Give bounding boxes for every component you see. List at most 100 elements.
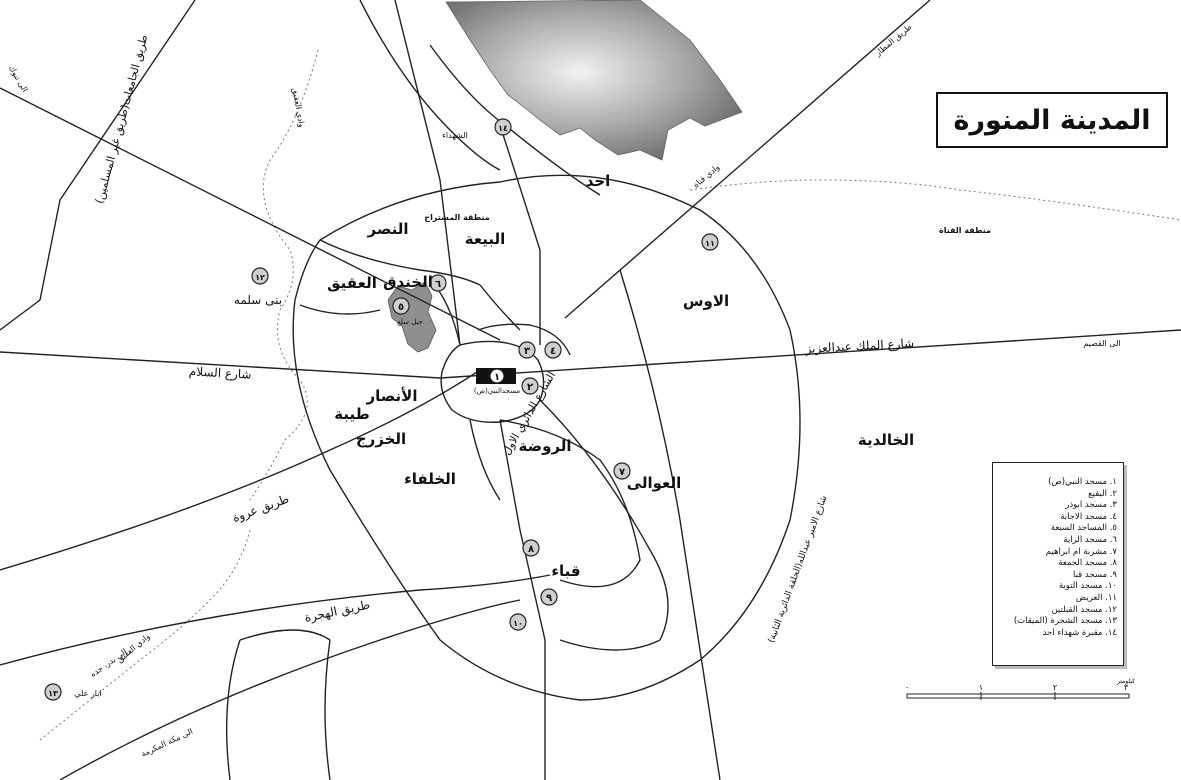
label-airport: طريق المطار xyxy=(873,22,914,58)
mount-sal xyxy=(387,281,437,353)
legend-item: ٤. مسجد الاجابة xyxy=(1060,511,1117,522)
marker-12[interactable]: ١٢ xyxy=(251,267,269,285)
area-mustarah: منطقة المستراح xyxy=(424,213,489,222)
district-ansar: الأنصار xyxy=(366,387,418,405)
label-universities: طريق الجامعات(طريق غير المسلمين) xyxy=(93,33,152,205)
uhud-road xyxy=(499,124,541,345)
map-title-box: المدينة المنورة xyxy=(936,92,1168,148)
mount-uhud xyxy=(445,0,743,161)
legend-item: ٩. مسجد قبا xyxy=(1073,569,1117,580)
scale-tick-3: ٣ xyxy=(1124,683,1129,692)
legend-item: ١٠. مسجد التوبة xyxy=(1058,581,1117,592)
marker-1[interactable]: ١ xyxy=(489,368,505,384)
svg-text:٣: ٣ xyxy=(524,346,530,357)
district-khandaq: الخندق xyxy=(383,273,433,291)
qassim-east-road xyxy=(619,269,721,780)
marker-9[interactable]: ٩ xyxy=(540,588,558,606)
legend-item: ٢. البقيع xyxy=(1088,488,1117,499)
salam-road xyxy=(0,351,441,379)
district-khulafa: الخلفاء xyxy=(404,470,456,488)
marker-8[interactable]: ٨ xyxy=(522,539,540,557)
district-bayah: البيعة xyxy=(465,230,506,248)
district-shuhada: الشهداء xyxy=(442,131,468,140)
district-tayba: طيبة xyxy=(334,405,369,423)
north-road-2 xyxy=(394,0,461,346)
legend-item: ٥. المساجد السبعة xyxy=(1050,523,1117,534)
legend-item: ١١. العريض xyxy=(1075,592,1117,603)
district-rawda: الروضة xyxy=(518,437,571,455)
label-king-abdulaziz: شارع الملك عبدالعزيز xyxy=(804,336,914,357)
airport-road xyxy=(564,0,931,319)
urwa-road xyxy=(0,369,481,571)
marker-13[interactable]: ١٣ xyxy=(44,683,62,701)
dest-mecca: الى مكة المكرمة xyxy=(140,727,195,759)
dest-qassim: الى القصيم xyxy=(1083,339,1120,348)
hijra-south-road xyxy=(59,599,521,780)
svg-text:١٣: ١٣ xyxy=(48,689,58,698)
legend-item: ٨. مسجد الجمعة xyxy=(1058,558,1117,569)
svg-text:٦: ٦ xyxy=(435,279,441,290)
district-khalidiya: الخالدية xyxy=(858,431,914,449)
hijra-road xyxy=(0,574,551,666)
inner-belt xyxy=(477,323,571,356)
svg-text:١٤: ١٤ xyxy=(498,124,508,133)
svg-text:١: ١ xyxy=(494,372,500,383)
district-uhud: احد xyxy=(586,172,611,190)
marker-4[interactable]: ٤ xyxy=(544,341,562,359)
legend-item: ٧. مشربة ام ابراهيم xyxy=(1045,546,1117,557)
district-aws: الاوس xyxy=(683,292,729,310)
legend-item: ٦. مسجد الراية xyxy=(1063,534,1117,545)
wadi-qanat-path xyxy=(689,179,1181,221)
svg-text:٨: ٨ xyxy=(528,544,534,555)
legend-item: ١٤. مقبرة شهداء احد xyxy=(1042,627,1117,638)
nasr-road xyxy=(319,239,481,286)
label-salam: شارع السلام xyxy=(188,364,251,382)
marker-5[interactable]: ٥ xyxy=(392,297,410,315)
label-sal-mountain: جبل سلع xyxy=(397,318,423,326)
marker-2[interactable]: ٢ xyxy=(521,377,539,395)
district-khazraj: الخزرج xyxy=(356,430,406,448)
label-urwa: طريق عروة xyxy=(230,492,291,526)
svg-text:١١: ١١ xyxy=(705,239,715,248)
marker-3[interactable]: ٣ xyxy=(518,341,536,359)
bayah-road xyxy=(479,284,521,331)
southwest-road-1 xyxy=(225,639,241,780)
aqiq-road xyxy=(299,304,381,315)
marker-10[interactable]: ١٠ xyxy=(509,613,527,631)
second-ring-road xyxy=(292,174,801,701)
scale-bar: ٠ ١ ٢ ٣ كيلومتر xyxy=(905,678,1135,700)
legend-item: ١. مسجد النبي(ص) xyxy=(1048,477,1117,487)
king-abdulaziz-road xyxy=(439,329,1181,379)
rawda-road xyxy=(499,419,641,588)
legend: ١. مسجد النبي(ص) ٢. البقيع ٣. مسجد ابوذر… xyxy=(992,462,1124,666)
first-ring-road xyxy=(440,340,545,423)
svg-text:٩: ٩ xyxy=(546,593,552,604)
scale-tick-0: ٠ xyxy=(905,683,909,692)
southwest-road-2 xyxy=(324,639,331,780)
legend-item: ١٢. مسجد القبلتين xyxy=(1051,604,1117,615)
marker-14[interactable]: ١٤ xyxy=(494,118,512,136)
district-awali: العوالى xyxy=(627,474,682,492)
area-qanat: منطقة القناة xyxy=(939,226,991,235)
map-title: المدينة المنورة xyxy=(953,104,1151,136)
district-bani-salma: بنى سلمه xyxy=(234,293,282,307)
district-aqiq: العقيق xyxy=(327,274,377,292)
scale-tick-2: ٢ xyxy=(1053,683,1057,692)
scale-unit: كيلومتر xyxy=(1116,678,1135,685)
legend-item: ٣. مسجد ابوذر xyxy=(1065,500,1117,511)
awali-road xyxy=(539,399,669,651)
marker-6[interactable]: ٦ xyxy=(429,274,447,292)
southwest-road-3 xyxy=(239,629,331,641)
marker-7[interactable]: ٧ xyxy=(613,462,631,480)
svg-text:١٠: ١٠ xyxy=(513,619,523,628)
district-quba: قباء xyxy=(551,562,580,580)
marker-11[interactable]: ١١ xyxy=(701,233,719,251)
svg-text:٥: ٥ xyxy=(398,302,404,313)
wadi-aqiq-south-path xyxy=(39,529,251,741)
quba-road xyxy=(499,419,546,780)
svg-text:١٢: ١٢ xyxy=(255,273,265,282)
dest-tabuk: الى تبوك xyxy=(7,64,29,94)
svg-text:٧: ٧ xyxy=(619,467,625,478)
legend-item: ١٣. مسجد الشجرة (الميقات) xyxy=(1013,616,1117,627)
